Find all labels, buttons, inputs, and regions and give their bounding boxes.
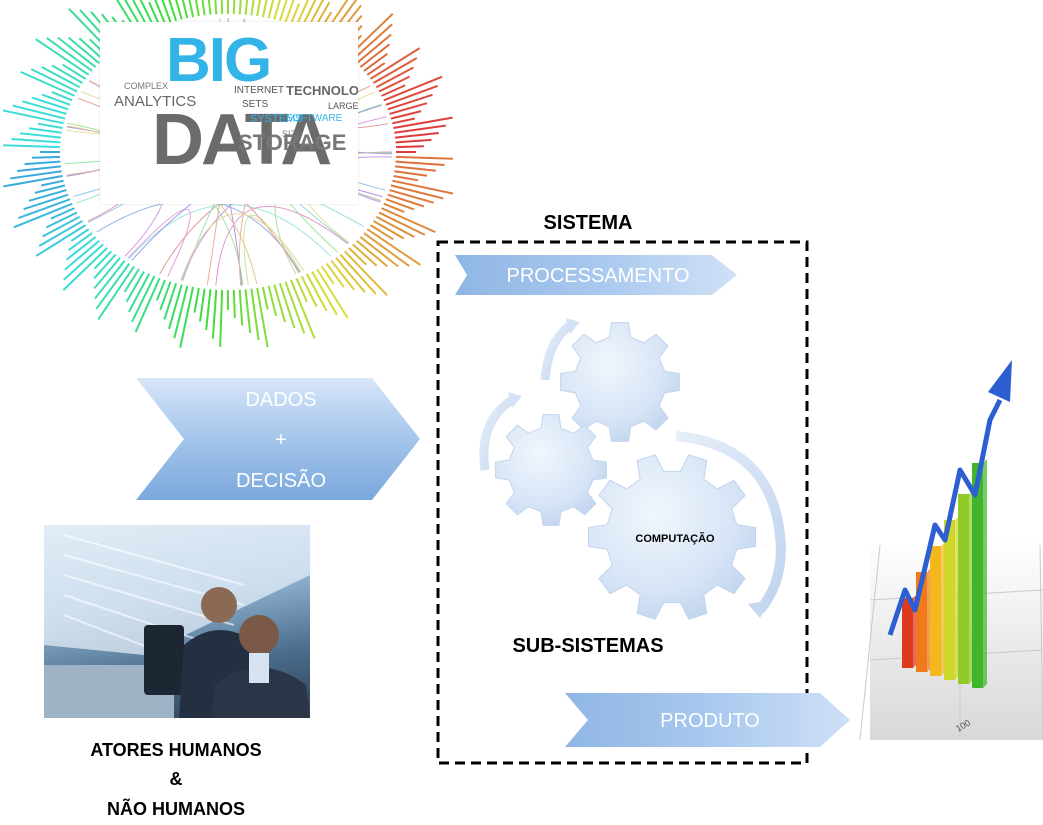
bigdata-word-software: SOFTWARE <box>286 113 343 124</box>
inputs-chevron-arrow: DADOS + DECISÃO <box>136 378 420 500</box>
output-arrow: PRODUTO <box>565 693 850 747</box>
subsystems-label: SUB-SISTEMAS <box>512 635 663 657</box>
inputs-line-plus: + <box>275 429 287 451</box>
gear-computation <box>588 454 756 620</box>
growth-bar-top <box>930 542 945 546</box>
processing-arrow: PROCESSAMENTO <box>455 255 737 295</box>
bigdata-word-internet: INTERNET <box>234 85 284 96</box>
output-label: PRODUTO <box>660 710 760 732</box>
gear-top <box>560 322 680 442</box>
gear-left <box>495 414 607 526</box>
bigdata-word-sets: SETS <box>242 99 269 110</box>
growth-bar-side <box>983 459 987 688</box>
processing-label: PROCESSAMENTO <box>507 265 690 287</box>
growth-bar <box>972 463 983 688</box>
growth-arrow-head <box>988 360 1012 402</box>
growth-bar <box>902 598 913 668</box>
computation-gear-label: COMPUTAÇÃO <box>635 532 715 545</box>
bigdata-word-storage: STORAGE <box>238 130 347 155</box>
gears-group <box>495 322 756 620</box>
growth-chart-image: 100 <box>859 360 1043 741</box>
growth-bars <box>902 459 987 688</box>
bigdata-word-systems: SYSTEMS <box>250 113 303 125</box>
actors-line-3: NÃO HUMANOS <box>107 798 245 819</box>
bigdata-word-complex: COMPLEX <box>124 81 169 91</box>
growth-trend-arrow <box>887 398 1003 636</box>
inputs-line-dados: DADOS <box>245 389 316 411</box>
growth-bar <box>916 572 927 672</box>
growth-bar-top <box>958 490 973 494</box>
cycle-arrows <box>479 318 786 618</box>
bigdata-headline-top: BIG <box>166 26 272 95</box>
growth-bar <box>958 494 969 684</box>
bigdata-word-technologies: TECHNOLOGIES <box>286 83 358 98</box>
system-title: SISTEMA <box>544 212 633 234</box>
bigdata-headline-bottom: DATA <box>152 100 332 180</box>
bigdata-word-large: LARGE <box>328 101 358 111</box>
growth-bar <box>930 546 941 676</box>
system-boundary-box <box>436 240 809 765</box>
bigdata-word-size: SIZE <box>282 129 303 139</box>
bigdata-word-analytics: ANALYTICS <box>114 93 197 110</box>
inputs-line-decisao: DECISÃO <box>236 468 326 492</box>
bigdata-word-cloud-image: BIG DATA ANALYTICS TECHNOLOGIES STORAGE … <box>100 22 358 204</box>
actors-line-2: & <box>170 769 183 789</box>
actors-line-1: ATORES HUMANOS <box>90 740 261 760</box>
growth-bar <box>944 520 955 680</box>
business-people-photo <box>44 525 310 718</box>
